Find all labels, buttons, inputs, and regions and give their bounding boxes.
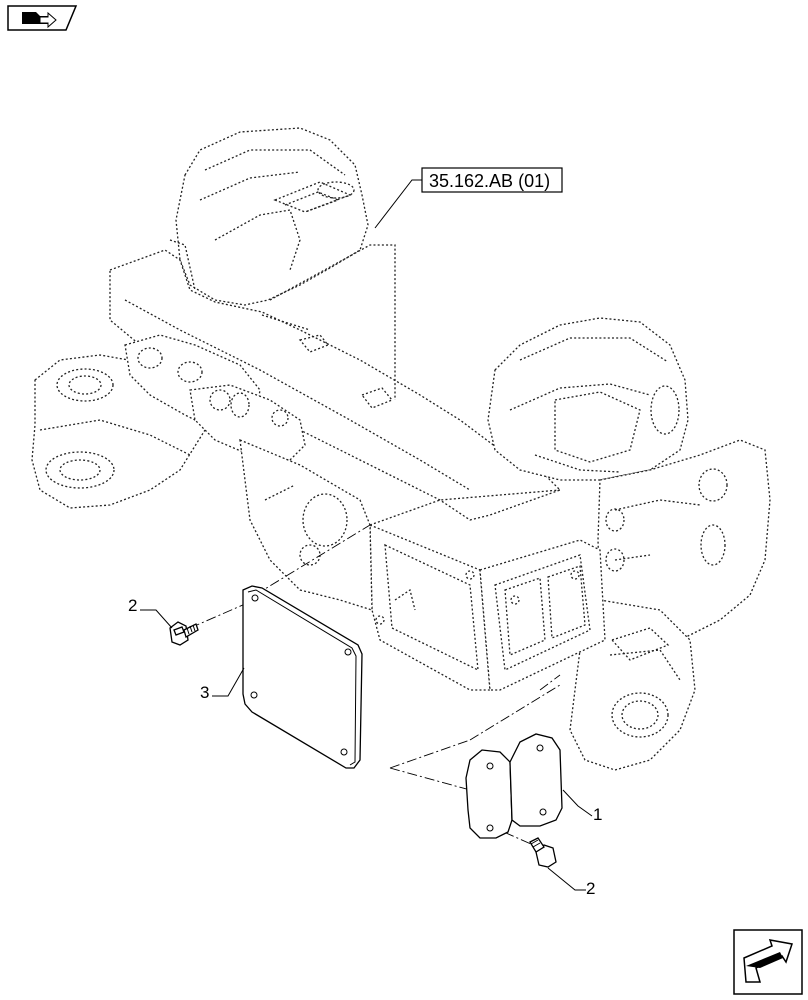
callout-2-bottom[interactable]: 2: [586, 879, 595, 898]
reference-label[interactable]: 35.162.AB (01): [421, 167, 563, 193]
book-pointer-icon[interactable]: [7, 5, 78, 31]
callout-1[interactable]: 1: [593, 805, 602, 824]
frame-ghost-outline: [31, 127, 771, 771]
next-page-arrow-icon[interactable]: [733, 929, 803, 995]
part-2-bolt-bottom[interactable]: [529, 837, 557, 868]
callout-2-left[interactable]: 2: [128, 596, 137, 615]
callout-3[interactable]: 3: [200, 683, 209, 702]
reference-leader-line: [374, 179, 422, 229]
callout-leaders: [140, 609, 593, 891]
part-2-bolt-left[interactable]: [169, 621, 199, 646]
part-1-gasket-plate[interactable]: [465, 733, 563, 839]
part-3-cover-plate[interactable]: [242, 585, 363, 769]
reference-label-text: 35.162.AB (01): [429, 171, 550, 191]
